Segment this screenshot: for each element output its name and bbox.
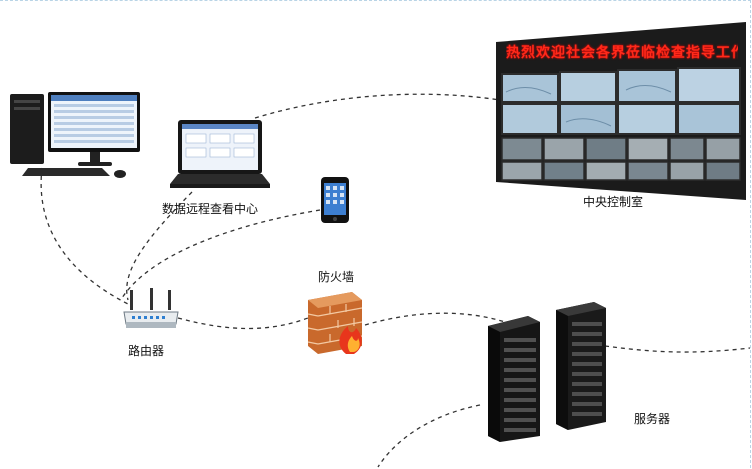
control-room-label: 中央控制室 — [583, 195, 644, 209]
video-wall-icon — [496, 22, 746, 200]
router-icon — [123, 288, 179, 328]
led-banner: 热烈欢迎社会各界莅临检查指导工作 — [506, 45, 738, 61]
laptop-icon — [170, 120, 270, 188]
link-firewall-servers — [364, 312, 506, 326]
server-icon — [488, 302, 606, 442]
link-server-right — [604, 345, 751, 353]
link-laptop-router — [126, 191, 193, 301]
smartphone-icon — [321, 177, 349, 223]
link-phone-router — [121, 209, 321, 299]
firewall-icon — [307, 292, 363, 354]
link-server-down — [377, 404, 481, 468]
desktop-computer-icon — [10, 92, 140, 178]
router-label: 路由器 — [128, 344, 165, 358]
link-laptop-controlroom — [254, 93, 501, 119]
remote-center-label: 数据远程查看中心 — [162, 202, 259, 216]
link-desktop-router — [40, 167, 131, 306]
firewall-label: 防火墙 — [318, 270, 355, 284]
link-router-firewall — [177, 317, 309, 330]
servers-label: 服务器 — [634, 412, 671, 426]
